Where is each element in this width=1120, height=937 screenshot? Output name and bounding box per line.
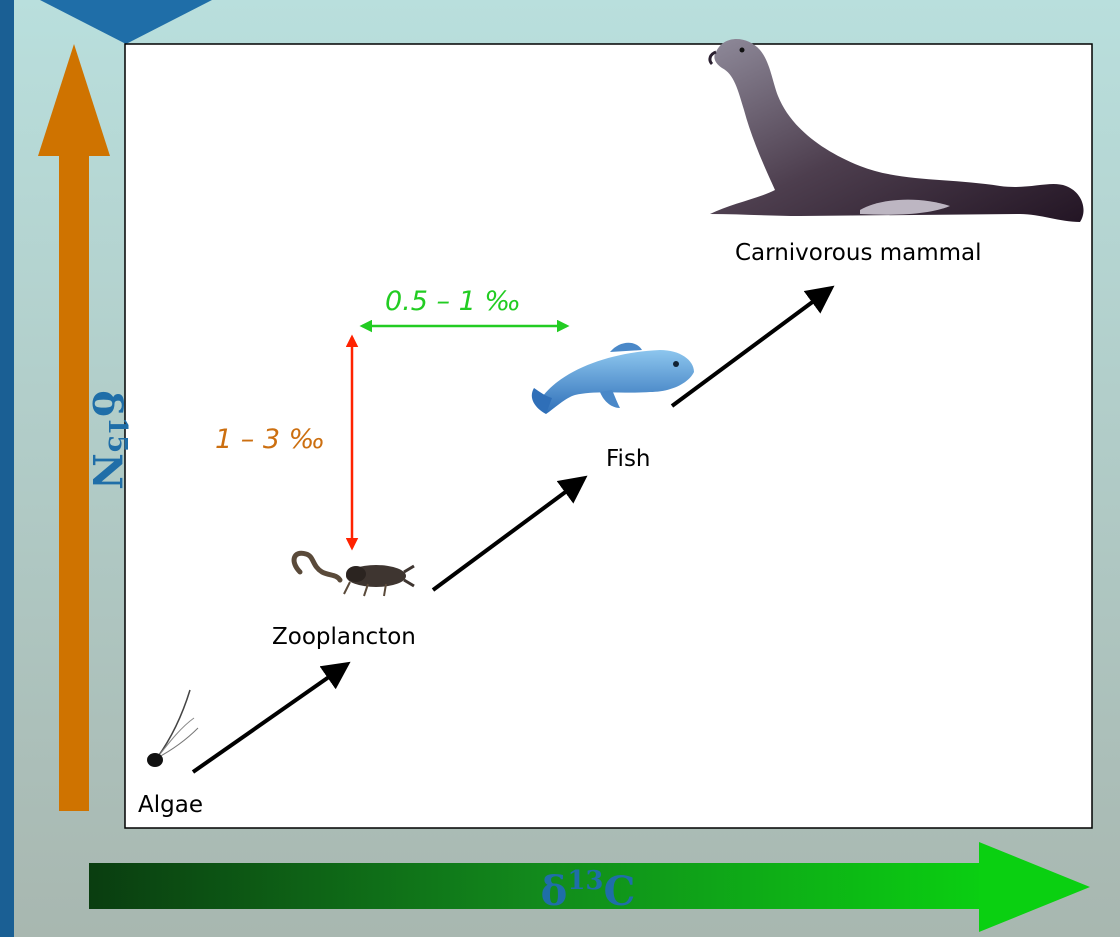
algae-illustration <box>147 689 199 767</box>
nitrogen-axis-title: δ15N <box>83 390 132 489</box>
arrow-algae-to-zooplankton <box>191 661 351 774</box>
label-nitrogen-enrichment: 1 – 3 ‰ <box>215 424 326 455</box>
left-frame-strip <box>0 0 14 937</box>
carbon-axis-title: δ13C <box>541 866 636 915</box>
nitrogen-axis-shaft <box>59 152 89 811</box>
arrow-fish-to-mammal <box>670 285 835 408</box>
zooplankton-illustration <box>291 550 415 597</box>
label-algae: Algae <box>138 792 203 818</box>
label-carnivorous-mammal: Carnivorous mammal <box>735 240 982 266</box>
nitrogen-axis-arrowhead <box>38 44 110 156</box>
fish-illustration <box>531 342 694 414</box>
plot-area <box>124 43 1093 829</box>
arrow-zooplankton-to-fish <box>431 475 588 592</box>
carbon-axis-shaft <box>89 863 991 909</box>
label-carbon-enrichment: 0.5 – 1 ‰ <box>385 286 521 317</box>
top-chevron <box>40 0 212 44</box>
label-zooplankton: Zooplancton <box>272 624 416 650</box>
label-fish: Fish <box>606 446 651 472</box>
carbon-axis-arrowhead <box>979 842 1090 932</box>
sea-lion-illustration <box>708 39 1084 222</box>
